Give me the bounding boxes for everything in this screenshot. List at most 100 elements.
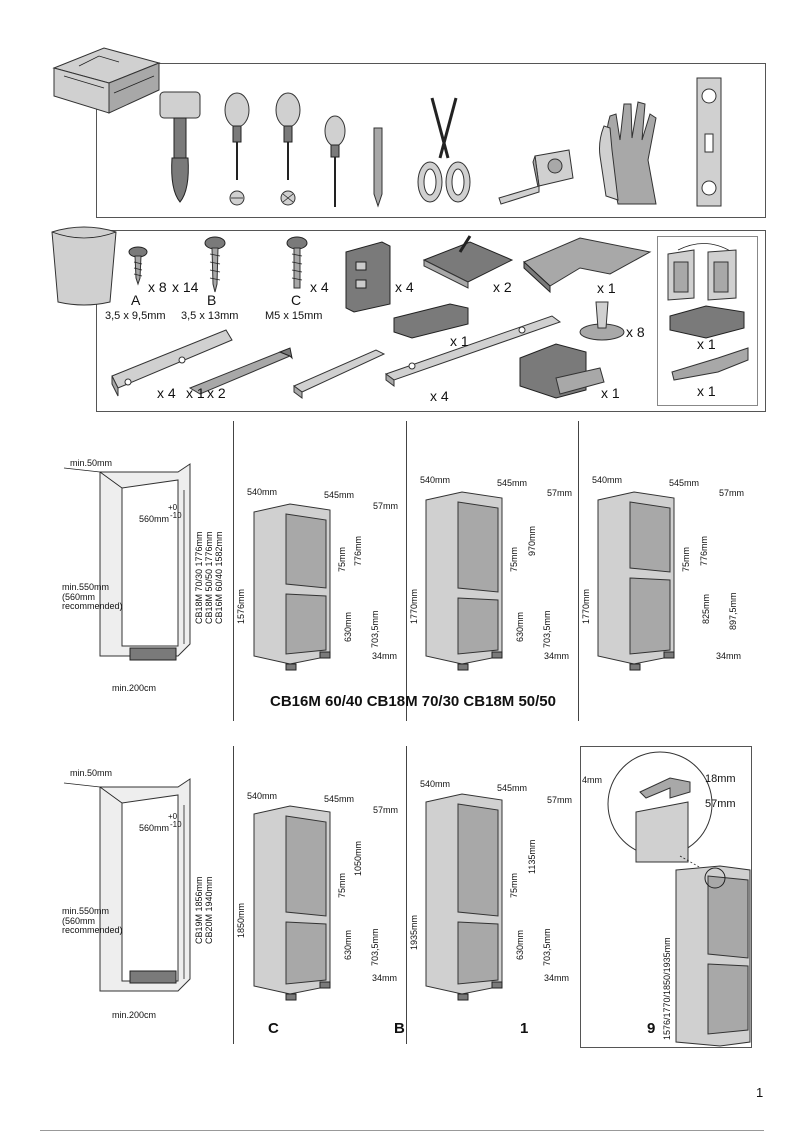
n2-min50: min.50mm (70, 768, 113, 778)
row1-caption: CB16M 60/40 CB18M 70/30 CB18M 50/50 (270, 693, 556, 710)
f5-h57: 57mm (547, 795, 573, 805)
f3-h34: 34mm (716, 651, 742, 661)
n1-min550b: (560mm (62, 592, 96, 602)
screw-a-qty: x 8 (148, 279, 167, 295)
cover-icon (422, 235, 514, 289)
n2-min550b: (560mm (62, 916, 96, 926)
f2-h1770: 1770mm (409, 588, 419, 624)
block-qty: x 1 (601, 385, 620, 401)
f4-h630: 630mm (343, 929, 353, 960)
plate-qty: x 1 (597, 280, 616, 296)
bracket-icon (345, 241, 391, 313)
n1-tol1: +0 (168, 503, 178, 512)
screw-b-qty: x 14 (172, 279, 199, 295)
f1-w540: 540mm (247, 487, 278, 497)
fridge-pair-icon (667, 243, 737, 301)
screw-c-icon (286, 236, 308, 289)
clip-qty: x 1 (450, 333, 469, 349)
f3-w540: 540mm (592, 475, 623, 485)
n2-min550c: recommended) (62, 925, 123, 935)
n2-min200: min.200cm (112, 1010, 157, 1020)
n2-w560: 560mm (139, 823, 170, 833)
cover-qty: x 2 (493, 279, 512, 295)
n2-models2: CB20M 1940mm (204, 876, 214, 944)
fridge-5 (425, 793, 503, 1001)
screw-a-icon (128, 246, 148, 286)
separator-4 (233, 746, 234, 1044)
n1-w560: 560mm (139, 514, 170, 524)
spirit-level-icon (696, 77, 722, 207)
tape-measure-icon (498, 149, 574, 205)
toolbox-icon (52, 47, 161, 114)
f3-h776: 776mm (699, 535, 709, 566)
f5-h1135: 1135mm (527, 839, 537, 874)
screw-a-size: 3,5 x 9,5mm (105, 310, 166, 322)
x1-label: x 1 (186, 385, 205, 401)
fridge-3 (597, 491, 675, 671)
long-rail-icon (111, 329, 233, 397)
f4-h1850: 1850mm (236, 902, 246, 938)
right-b-qty: x 1 (697, 383, 716, 399)
f1-h34: 34mm (372, 651, 398, 661)
f1-h703: 703,5mm (370, 610, 380, 648)
f2-h703: 703,5mm (542, 610, 552, 648)
f4-w540: 540mm (247, 791, 278, 801)
n1-models1: CB18M 70/30 1776mm (194, 531, 204, 624)
fridge-1 (253, 503, 331, 671)
f2-h630: 630mm (515, 611, 525, 642)
plug-icon (579, 301, 625, 341)
f2-w545: 545mm (497, 478, 528, 488)
n2-models1: CB19M 1856mm (194, 876, 204, 944)
n1-min550c: recommended) (62, 601, 123, 611)
detail-h57: 57mm (705, 798, 736, 810)
separator-1 (233, 421, 234, 721)
x2-label: x 2 (207, 385, 226, 401)
rail-profile-icon (188, 347, 293, 395)
f3-h825: 825mm (701, 593, 711, 624)
f5-w545: 545mm (497, 783, 528, 793)
right-a-qty: x 1 (697, 336, 716, 352)
f4-h1050: 1050mm (353, 840, 363, 876)
screw-c-size: M5 x 15mm (265, 310, 323, 322)
parts-bag-icon (51, 226, 117, 306)
letter-c: C (268, 1020, 279, 1037)
f1-h57: 57mm (373, 501, 399, 511)
f2-h970: 970mm (527, 525, 537, 556)
clip-icon (393, 303, 469, 339)
n2-tol2: -10 (170, 820, 182, 829)
f2-w540: 540mm (420, 475, 451, 485)
f3-w545: 545mm (669, 478, 700, 488)
plug-qty: x 8 (626, 324, 645, 340)
separator-5 (406, 746, 407, 1044)
f5-h630: 630mm (515, 929, 525, 960)
small-screwdriver-icon (324, 115, 346, 207)
f1-w545: 545mm (324, 490, 355, 500)
n2-min550a: min.550mm (62, 906, 110, 916)
f1-h630: 630mm (343, 611, 353, 642)
separator-3 (578, 421, 579, 721)
gloves-icon (599, 101, 657, 205)
screw-b-size: 3,5 x 13mm (181, 310, 239, 322)
plate-icon (523, 237, 652, 294)
scissors-icon (417, 97, 471, 203)
detail-zoom (607, 751, 751, 1047)
n1-tol2: -10 (170, 511, 182, 520)
rails-qty: x 4 (157, 385, 176, 401)
screw-b-letter: B (207, 292, 217, 308)
f5-h34: 34mm (544, 973, 570, 983)
footer-rule (40, 1130, 764, 1131)
screw-b-icon (204, 236, 226, 293)
f2-h34: 34mm (544, 651, 570, 661)
f1-h75: 75mm (337, 546, 347, 572)
n1-min50: min.50mm (70, 458, 113, 468)
f1-h776: 776mm (353, 535, 363, 566)
f3-h75: 75mm (681, 546, 691, 572)
f5-h703: 703,5mm (542, 928, 552, 966)
letter-1: 1 (520, 1020, 529, 1037)
f5-w540: 540mm (420, 779, 451, 789)
screw-c-qty: x 4 (310, 279, 329, 295)
slide-rail-icon (384, 315, 562, 387)
pencil-icon (373, 127, 383, 208)
f4-h703: 703,5mm (370, 928, 380, 966)
f1-h1576: 1576mm (236, 588, 246, 624)
